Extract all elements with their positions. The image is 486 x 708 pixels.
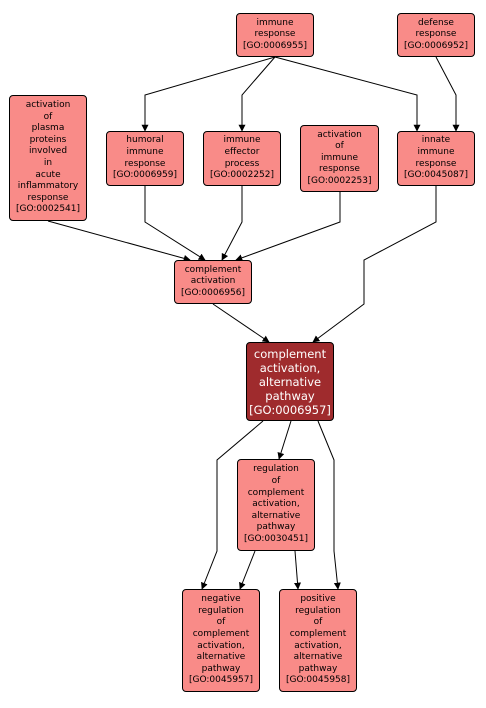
edge-immune-response-to-innate xyxy=(274,56,421,132)
edge-regulation-to-negative xyxy=(239,550,256,590)
node-defense-response[interactable]: defense response [GO:0006952] xyxy=(397,13,475,57)
node-innate-immune-response[interactable]: innate immune response [GO:0045087] xyxy=(397,131,475,186)
edge-activation-immune-to-complement xyxy=(235,192,341,262)
edge-immune-response-to-humoral xyxy=(141,56,276,132)
node-label: regulation of complement activation, alt… xyxy=(247,464,305,533)
node-label: innate immune response xyxy=(415,135,457,169)
node-regulation-of-complement-activation[interactable]: regulation of complement activation, alt… xyxy=(237,459,315,551)
node-go-id: [GO:0006952] xyxy=(403,40,469,51)
node-label: immune effector process xyxy=(223,135,261,169)
node-label: defense response xyxy=(415,17,457,40)
node-positive-regulation[interactable]: positive regulation of complement activa… xyxy=(279,589,357,692)
edge-activation-plasma-to-complement xyxy=(47,220,191,262)
node-go-id: [GO:0006959] xyxy=(112,170,178,181)
node-negative-regulation[interactable]: negative regulation of complement activa… xyxy=(182,589,260,692)
edge-defense-response-to-innate xyxy=(435,56,460,132)
node-go-id: [GO:0030451] xyxy=(243,533,309,544)
node-go-id: [GO:0002252] xyxy=(209,170,275,181)
node-complement-activation-alternative-pathway[interactable]: complement activation, alternative pathw… xyxy=(246,342,334,421)
node-label: complement activation xyxy=(184,264,242,287)
edge-immune-response-to-effector xyxy=(238,56,276,132)
node-label: activation of plasma proteins involved i… xyxy=(17,100,79,203)
node-go-id: [GO:0006956] xyxy=(180,287,246,298)
node-go-id: [GO:0045957] xyxy=(188,675,254,686)
node-go-id: [GO:0006957] xyxy=(249,402,331,417)
node-immune-effector-process[interactable]: immune effector process [GO:0002252] xyxy=(203,131,281,186)
node-label: positive regulation of complement activa… xyxy=(289,594,347,674)
node-go-id: [GO:0006955] xyxy=(242,40,308,51)
node-activation-of-immune-response[interactable]: activation of immune response [GO:000225… xyxy=(300,125,379,192)
edge-humoral-to-complement xyxy=(144,186,206,261)
node-humoral-immune-response[interactable]: humoral immune response [GO:0006959] xyxy=(106,131,184,186)
node-label: activation of immune response xyxy=(317,129,362,175)
node-go-id: [GO:0002541] xyxy=(15,204,81,215)
edge-effector-to-complement xyxy=(221,186,243,261)
node-label: complement activation, alternative pathw… xyxy=(253,346,327,403)
node-label: negative regulation of complement activa… xyxy=(192,594,250,674)
edge-innate-to-alternative xyxy=(312,186,437,343)
node-go-id: [GO:0045087] xyxy=(403,170,469,181)
edge-alternative-to-regulation xyxy=(277,420,292,460)
edge-alternative-to-positive xyxy=(317,420,341,590)
node-label: immune response xyxy=(254,17,296,40)
node-label: humoral immune response xyxy=(124,135,166,169)
edge-regulation-to-positive xyxy=(294,550,301,590)
edge-complement-to-alternative xyxy=(212,303,270,343)
edge-alternative-to-negative xyxy=(201,420,264,590)
node-activation-of-plasma-proteins[interactable]: activation of plasma proteins involved i… xyxy=(9,95,87,221)
node-go-id: [GO:0002253] xyxy=(307,175,372,186)
node-go-id: [GO:0045958] xyxy=(285,675,351,686)
node-complement-activation[interactable]: complement activation [GO:0006956] xyxy=(174,260,252,304)
node-immune-response[interactable]: immune response [GO:0006955] xyxy=(236,13,314,57)
